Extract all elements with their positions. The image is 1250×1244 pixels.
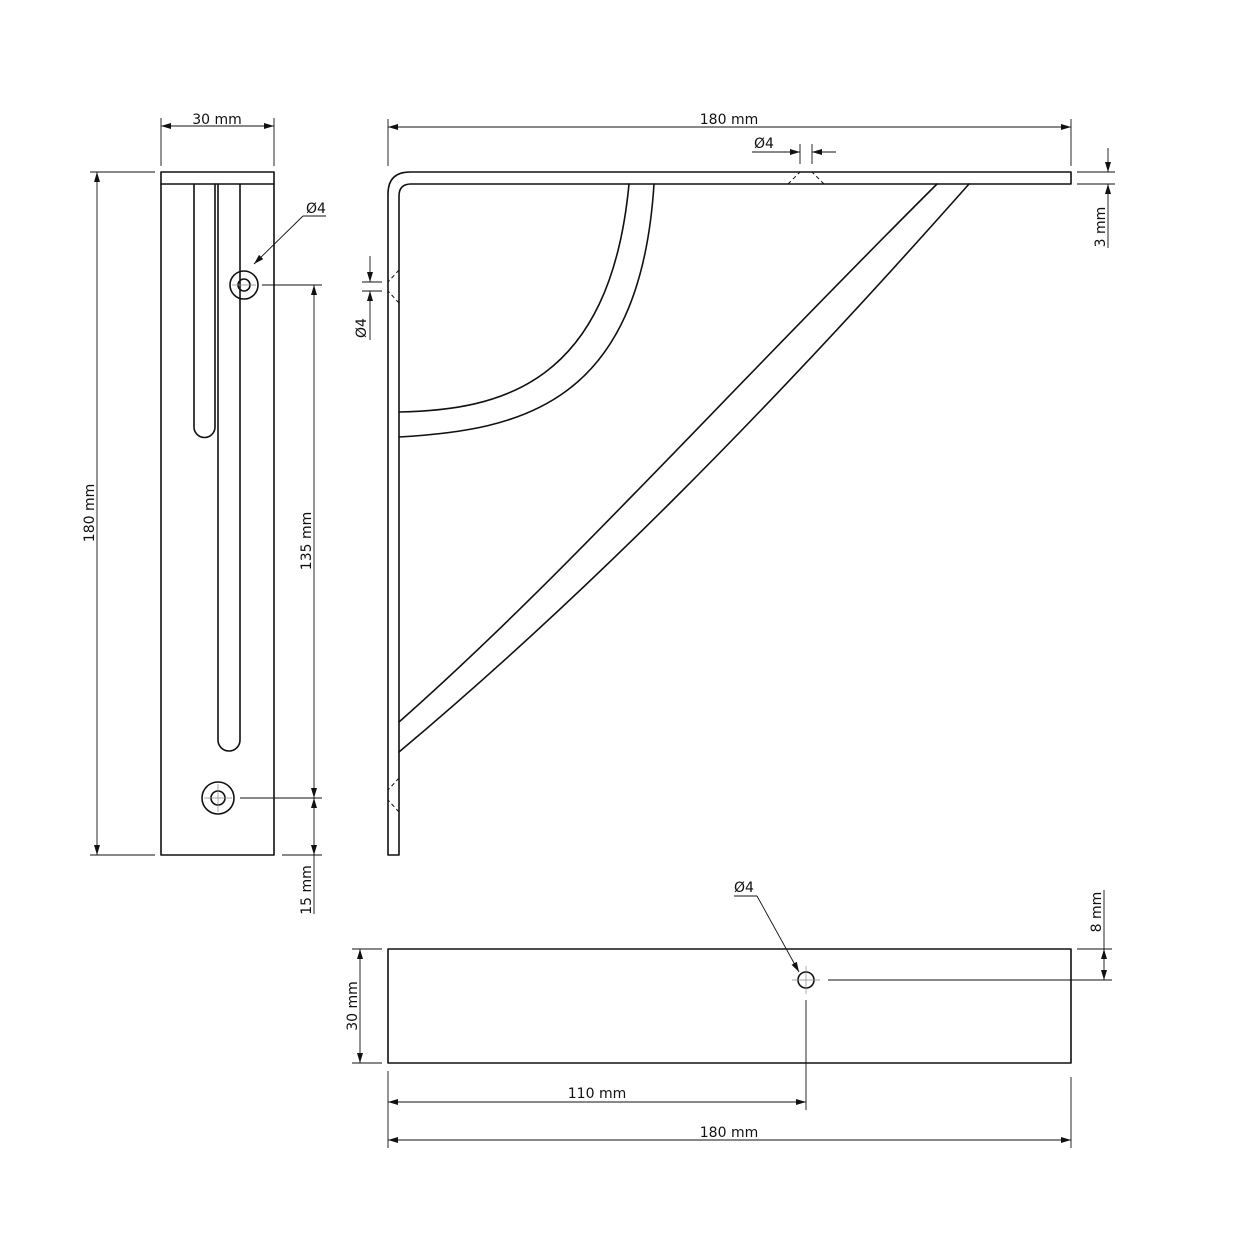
front-top-hole-label: Ø4 bbox=[754, 136, 774, 152]
side-width-label: 30 mm bbox=[192, 112, 242, 128]
vertical-arc-strut-outer bbox=[398, 183, 630, 413]
side-view: 30 mm 180 mm 135 mm 15 mm Ø4 bbox=[82, 112, 326, 915]
top-hidden-hole bbox=[787, 171, 825, 185]
diagonal-arc-strut-outer bbox=[398, 183, 938, 723]
front-view: 180 mm Ø4 3 mm Ø4 bbox=[354, 112, 1115, 856]
top-hole-label: Ø4 bbox=[734, 880, 754, 896]
lower-mounting-hole bbox=[201, 781, 235, 815]
top-length-label: 180 mm bbox=[700, 1125, 758, 1141]
diagonal-arc-strut-inner bbox=[398, 183, 970, 753]
top-width-label: 30 mm bbox=[345, 981, 361, 1031]
lower-hidden-hole bbox=[387, 777, 400, 813]
side-plate-outline bbox=[160, 171, 275, 856]
hole-edge-offset-label: 8 mm bbox=[1089, 892, 1105, 933]
top-hole-callout-leader bbox=[756, 895, 800, 973]
short-slot bbox=[193, 183, 216, 439]
vertical-arc-strut-inner bbox=[398, 183, 655, 438]
upper-hidden-hole bbox=[387, 269, 400, 304]
side-height-label: 180 mm bbox=[82, 484, 98, 542]
upper-mounting-hole bbox=[229, 270, 259, 300]
bracket-l-plate bbox=[387, 171, 1072, 856]
side-hole-label: Ø4 bbox=[306, 201, 326, 217]
bottom-offset-label: 15 mm bbox=[299, 865, 315, 915]
front-length-label: 180 mm bbox=[700, 112, 758, 128]
hole-callout-leader bbox=[253, 215, 304, 265]
hole-spacing-label: 135 mm bbox=[299, 512, 315, 570]
front-side-hole-label: Ø4 bbox=[354, 318, 370, 338]
long-slot bbox=[217, 183, 241, 752]
top-view: Ø4 8 mm 30 mm 110 mm 180 mm bbox=[345, 880, 1112, 1148]
top-plate-outline bbox=[387, 948, 1072, 1064]
hole-position-label: 110 mm bbox=[568, 1086, 626, 1102]
thickness-label: 3 mm bbox=[1093, 207, 1109, 248]
